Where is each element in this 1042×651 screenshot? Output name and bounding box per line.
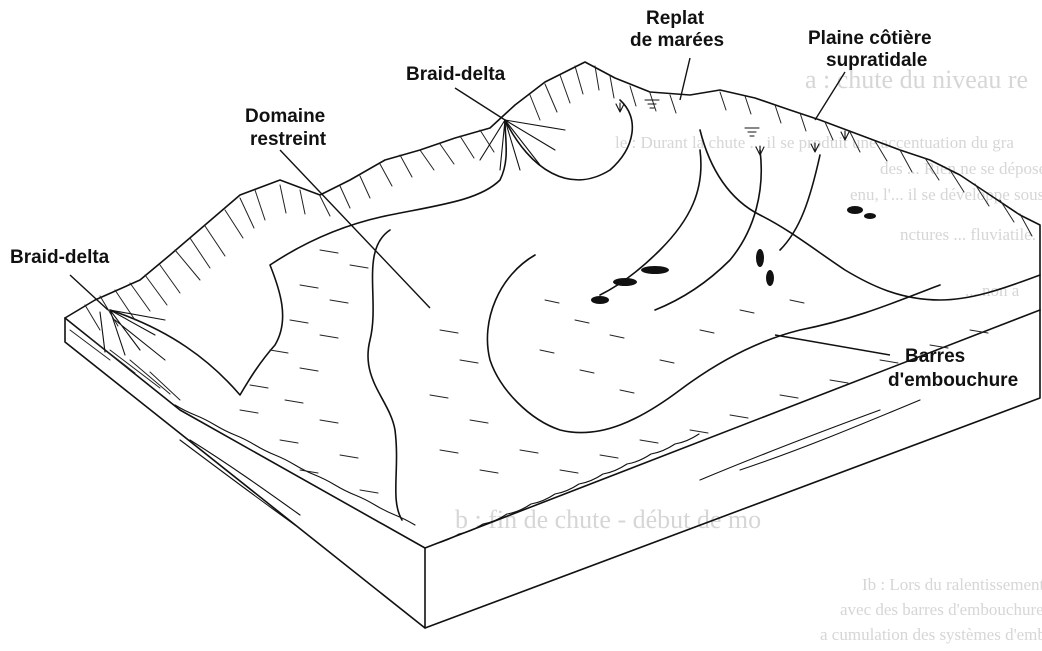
hatch-lines: [70, 66, 1032, 400]
mountain-hatching: [70, 66, 1032, 400]
mouth-bar: [756, 249, 764, 267]
top-braid-channels: [480, 120, 565, 170]
label-domaine-restreint: Domaine: [245, 106, 325, 127]
leader-line: [280, 150, 430, 308]
stratum-line: [700, 400, 920, 480]
label-braid-delta-top: Braid-delta: [406, 64, 506, 85]
leader-line: [680, 58, 690, 100]
bg-small-text: ... non a: [965, 281, 1020, 300]
label-plaine-cotiere: supratidale: [826, 50, 927, 71]
mouth-bar: [641, 266, 669, 274]
label-plaine-cotiere: Plaine côtière: [808, 28, 932, 49]
label-barres: Barres: [905, 346, 965, 367]
bg-paragraph-line: nctures ... fluviatile.: [900, 225, 1036, 244]
mouth-bar: [766, 270, 774, 286]
leader-line: [70, 275, 108, 310]
label-replat: Replat: [646, 8, 705, 29]
left-lowland-boundary: [110, 120, 506, 395]
label-replat: de marées: [630, 30, 724, 51]
mountain-ridges: [65, 62, 1040, 520]
mouth-bar: [847, 206, 863, 214]
block-front-left-face: [65, 318, 425, 628]
tidal-flat-lobe: [487, 255, 940, 433]
bg-paragraph-line: avec des barres d'embouchures ... peut p…: [840, 600, 1042, 619]
bg-paragraph-line: a cumulation des systèmes d'embouchures …: [820, 625, 1042, 644]
distributary-channel: [655, 150, 761, 310]
label-barres: d'embouchure: [888, 370, 1018, 391]
bg-paragraph-line: Ib : Lors du ralentissement de la chute …: [862, 575, 1042, 594]
leader-line: [455, 88, 505, 120]
restricted-basin-boundary: [505, 100, 632, 180]
bg-paragraph-line: enu, l'... il se développe sous forme de…: [850, 185, 1042, 204]
tide-level-symbol: [645, 100, 759, 136]
label-domaine-restreint: restreint: [250, 129, 327, 150]
stratum-line: [180, 440, 300, 525]
label-braid-delta-left: Braid-delta: [10, 247, 110, 268]
leader-line: [775, 335, 890, 355]
braid-delta-channels: [100, 120, 565, 360]
left-braid-channels: [100, 310, 165, 360]
distributary-channel: [780, 155, 820, 250]
mouth-bar: [864, 213, 876, 219]
mouth-bar: [591, 296, 609, 304]
mouth-bar: [613, 278, 637, 286]
